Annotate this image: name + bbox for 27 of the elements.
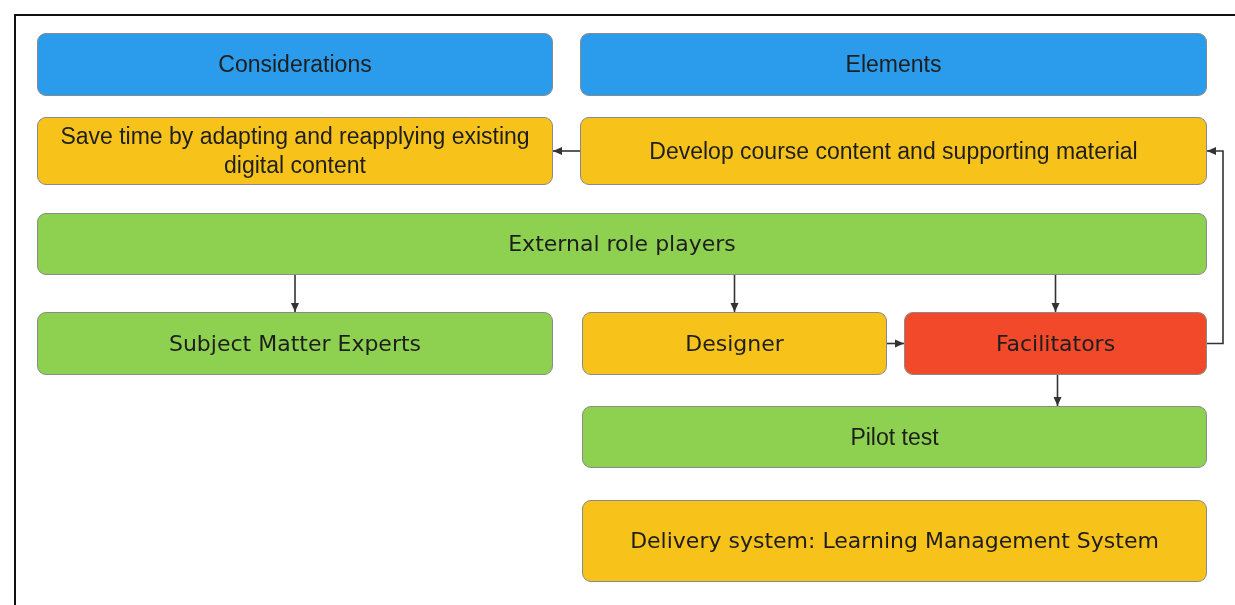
box-label: Save time by adapting and reapplying existing digital content <box>59 122 531 180</box>
arrow <box>886 339 905 348</box>
box-label: Develop course content and supporting material <box>649 136 1138 166</box>
process-box <box>582 312 887 375</box>
process-box <box>580 33 1207 96</box>
box-label: Pilot test <box>850 422 939 452</box>
process-box <box>37 213 1207 275</box>
process-box <box>37 117 553 185</box>
box-label: Facilitators <box>995 329 1116 358</box>
arrow <box>1053 374 1062 407</box>
arrow <box>1051 274 1060 313</box>
box-label: Delivery system: Learning Management System <box>630 527 1159 555</box>
process-box <box>37 33 553 96</box>
box-label: Subject Matter Experts <box>168 329 422 358</box>
arrow <box>291 274 299 313</box>
process-box <box>904 312 1207 375</box>
box-label: External role players <box>508 230 736 258</box>
process-box <box>37 312 553 375</box>
box-label: Elements <box>845 50 942 79</box>
process-box <box>582 500 1207 582</box>
arrow <box>552 147 581 155</box>
process-box <box>580 117 1207 185</box>
arrow <box>1206 147 1224 345</box>
box-label: Designer <box>685 329 784 358</box>
process-box <box>582 406 1207 468</box>
arrow <box>730 274 739 313</box>
box-label: Considerations <box>218 50 372 79</box>
